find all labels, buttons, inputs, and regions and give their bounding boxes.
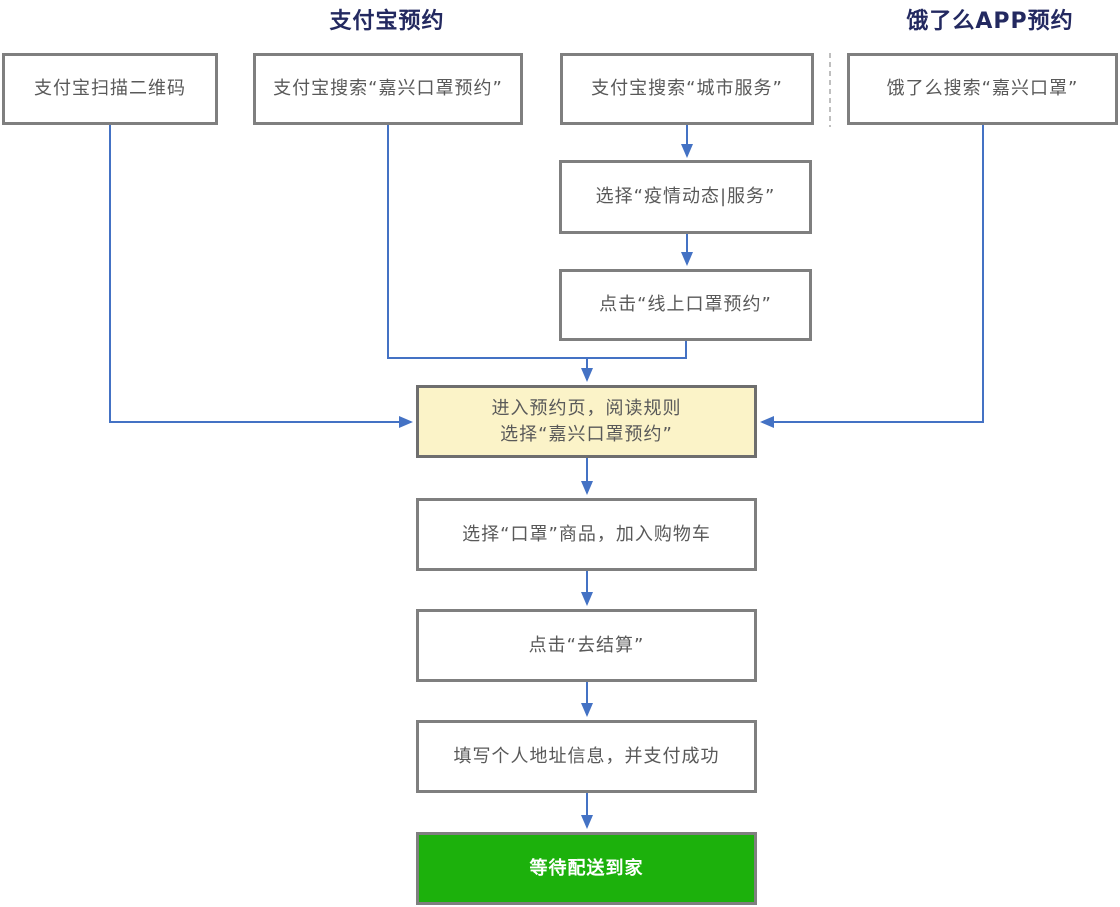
- node-search-mask-reservation: 支付宝搜索“嘉兴口罩预约”: [253, 53, 523, 125]
- node-fill-address-pay: 填写个人地址信息，并支付成功: [416, 720, 757, 793]
- node-click-online-reservation: 点击“线上口罩预约”: [559, 269, 812, 341]
- node-add-to-cart: 选择“口罩”商品，加入购物车: [416, 498, 757, 571]
- node-search-city-service: 支付宝搜索“城市服务”: [560, 53, 814, 125]
- node-enter-line2: 选择“嘉兴口罩预约”: [500, 423, 673, 445]
- node-enter-line1: 进入预约页，阅读规则: [491, 398, 682, 420]
- node-eleme-search: 饿了么搜索“嘉兴口罩”: [847, 53, 1118, 125]
- node-checkout: 点击“去结算”: [416, 609, 757, 682]
- node-select-epidemic-service: 选择“疫情动态|服务”: [559, 160, 812, 234]
- node-enter-reservation-page: 进入预约页，阅读规则 选择“嘉兴口罩预约”: [416, 385, 757, 458]
- node-wait-delivery: 等待配送到家: [416, 832, 757, 905]
- node-scan-qr: 支付宝扫描二维码: [2, 53, 218, 125]
- lane-header-alipay: 支付宝预约: [329, 9, 445, 34]
- lane-header-eleme: 饿了么APP预约: [906, 9, 1074, 34]
